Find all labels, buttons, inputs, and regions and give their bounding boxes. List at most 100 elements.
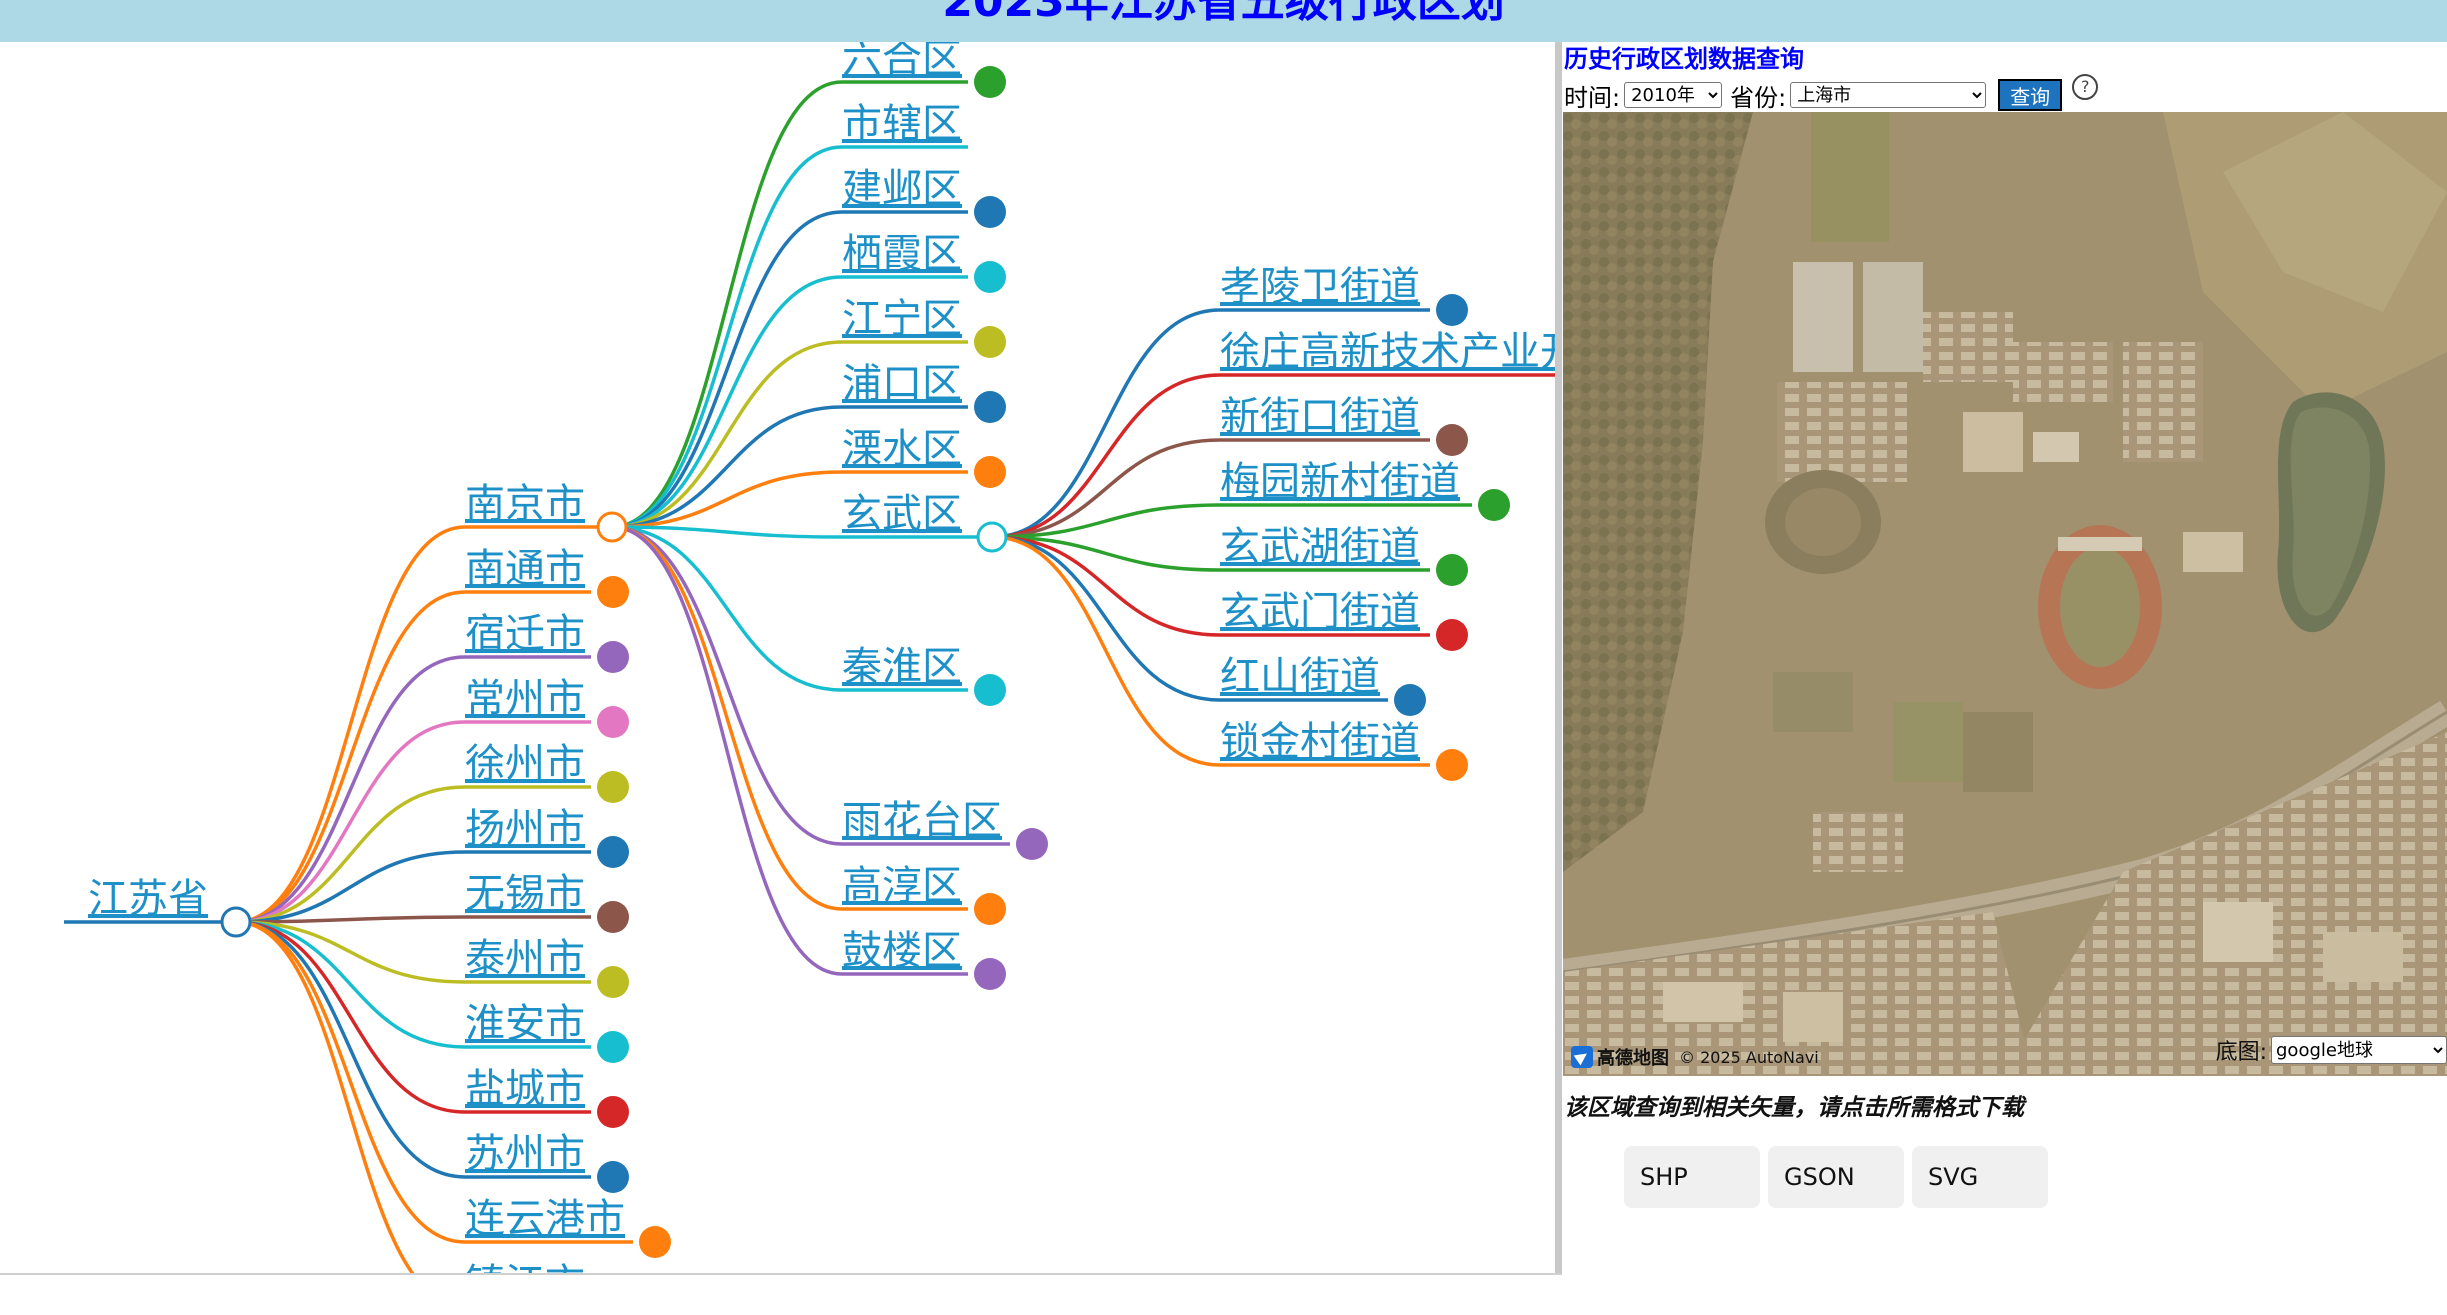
tree-node-label-district[interactable]: 鼓楼区	[842, 928, 962, 974]
tree-node-label-street[interactable]: 新街口街道	[1220, 394, 1420, 440]
tree-node-label-city[interactable]: 淮安市	[465, 1001, 585, 1047]
amap-logo: 高德地图	[1571, 1044, 1669, 1070]
tree-node-label-street[interactable]: 红山街道	[1220, 654, 1380, 700]
tree-city-node[interactable]	[597, 1031, 629, 1063]
tree-district-node[interactable]	[974, 66, 1006, 98]
tree-district-node[interactable]	[974, 326, 1006, 358]
tree-node-label-district[interactable]: 溧水区	[842, 426, 962, 472]
tree-node-label-district[interactable]: 雨花台区	[842, 798, 1002, 844]
tree-node-label-city[interactable]: 常州市	[465, 676, 585, 722]
tree-street-node[interactable]	[1436, 424, 1468, 456]
tree-city-node[interactable]	[597, 576, 629, 608]
tree-city-node[interactable]	[597, 901, 629, 933]
tree-node-label-street[interactable]: 锁金村街道	[1220, 719, 1420, 765]
tree-node-label-street[interactable]: 玄武门街道	[1220, 589, 1420, 635]
tree-city-node[interactable]	[639, 1226, 671, 1258]
tree-district-node[interactable]	[974, 893, 1006, 925]
tree-node-label-street[interactable]: 徐庄高新技术产业开发区	[1220, 329, 1555, 375]
tree-link-street	[991, 535, 1221, 637]
tree-node-label-city[interactable]: 泰州市	[465, 936, 585, 982]
download-svg-button[interactable]: SVG	[1912, 1146, 2048, 1208]
tree-district-node[interactable]	[974, 391, 1006, 423]
tree-link-district	[611, 525, 843, 911]
tree-node-label-district[interactable]: 秦淮区	[842, 644, 962, 690]
tree-street-node[interactable]	[1394, 684, 1426, 716]
tree-city-node[interactable]	[597, 641, 629, 673]
tree-city-node[interactable]	[597, 706, 629, 738]
tree-node-label-street[interactable]: 孝陵卫街道	[1220, 264, 1420, 310]
tree-link-district	[611, 80, 843, 529]
tree-street-node[interactable]	[1436, 294, 1468, 326]
tree-node-label-city[interactable]: 镇江市	[465, 1261, 585, 1275]
tree-link-street	[991, 503, 1221, 539]
tree-city-node[interactable]	[597, 771, 629, 803]
amap-logo-icon	[1571, 1046, 1593, 1068]
tree-city-node[interactable]	[597, 1161, 629, 1193]
help-icon[interactable]: ?	[2072, 74, 2099, 100]
query-button[interactable]: 查询	[1998, 79, 2063, 111]
tree-district-node[interactable]	[974, 196, 1006, 228]
tree-node-label-city[interactable]: 徐州市	[465, 741, 585, 787]
year-select[interactable]: 2010年	[1624, 82, 1723, 108]
map-attribution: 高德地图 © 2025 AutoNavi	[1571, 1044, 1819, 1070]
tree-node-label-street[interactable]: 玄武湖街道	[1220, 524, 1420, 570]
tree-node-label-district[interactable]: 高淳区	[842, 863, 962, 909]
tree-district-node[interactable]	[974, 456, 1006, 488]
tree-district-node[interactable]	[974, 261, 1006, 293]
tree-district-node[interactable]	[974, 674, 1006, 706]
tree-link-city	[235, 785, 466, 924]
satellite-map[interactable]: 高德地图 © 2025 AutoNavi 底图: google地球	[1563, 112, 2447, 1076]
tree-node-label-city[interactable]: 无锡市	[465, 871, 585, 917]
tree-node-label-city[interactable]: 盐城市	[465, 1066, 585, 1112]
tree-street-node[interactable]	[1436, 554, 1468, 586]
download-gson-button[interactable]: GSON	[1768, 1146, 1904, 1208]
tree-node-label-city[interactable]: 扬州市	[465, 806, 585, 852]
province-select[interactable]: 上海市	[1790, 82, 1987, 108]
tree-link-city	[235, 850, 466, 924]
tree-node-label-city[interactable]: 苏州市	[465, 1131, 585, 1177]
tree-root-node[interactable]	[220, 906, 252, 938]
tree-node-label-root[interactable]: 江苏省	[88, 876, 208, 922]
tree-link-city	[235, 920, 466, 984]
tree-link-city	[235, 590, 466, 924]
satellite-imagery	[1563, 112, 2447, 1076]
download-shp-button[interactable]: SHP	[1624, 1146, 1760, 1208]
tree-district-node-expanded[interactable]	[976, 521, 1008, 553]
tree-node-label-district[interactable]: 浦口区	[842, 361, 962, 407]
basemap-control: 底图: google地球	[2216, 1034, 2447, 1066]
tree-link-district	[611, 525, 843, 692]
tree-node-label-city[interactable]: 南通市	[465, 546, 585, 592]
tree-street-node[interactable]	[1478, 489, 1510, 521]
tree-district-node[interactable]	[1016, 828, 1048, 860]
tree-link-district	[611, 525, 843, 539]
tree-node-label-district[interactable]: 栖霞区	[842, 231, 962, 277]
tree-district-node[interactable]	[974, 958, 1006, 990]
tree-street-node[interactable]	[1436, 749, 1468, 781]
header-bar: 2023年江苏省五级行政区划	[0, 0, 2447, 42]
tree-node-label-district[interactable]: 玄武区	[842, 491, 962, 537]
admin-tree-panel: 江苏省 南京市南通市宿迁市常州市徐州市扬州市无锡市泰州市淮安市盐城市苏州市连云港市…	[0, 42, 1555, 1275]
tree-link-city	[235, 655, 466, 924]
tree-link-city	[235, 920, 466, 1114]
tree-link-district	[611, 525, 843, 976]
tree-link-street	[991, 535, 1221, 702]
tree-city-node[interactable]	[597, 966, 629, 998]
tree-city-node-expanded[interactable]	[596, 511, 628, 543]
tree-node-label-city[interactable]: 宿迁市	[465, 611, 585, 657]
tree-node-label-district[interactable]: 江宁区	[842, 296, 962, 342]
basemap-select[interactable]: google地球	[2271, 1036, 2447, 1064]
tree-link-city	[235, 920, 466, 1049]
tree-node-label-city[interactable]: 连云港市	[465, 1196, 625, 1242]
download-hint: 该区域查询到相关矢量，请点击所需格式下载	[1564, 1095, 2024, 1121]
tree-city-node[interactable]	[597, 1096, 629, 1128]
tree-street-node[interactable]	[1436, 619, 1468, 651]
admin-tree-svg: 江苏省 南京市南通市宿迁市常州市徐州市扬州市无锡市泰州市淮安市盐城市苏州市连云港市…	[64, 42, 1555, 1275]
panel-divider[interactable]	[1555, 42, 1562, 1275]
tree-bottom-border	[0, 1273, 1562, 1275]
tree-node-label-city[interactable]: 南京市	[465, 481, 585, 527]
tree-node-label-district[interactable]: 市辖区	[842, 101, 962, 147]
tree-node-label-district[interactable]: 六合区	[842, 42, 962, 82]
tree-node-label-district[interactable]: 建邺区	[842, 166, 962, 212]
tree-city-node[interactable]	[597, 836, 629, 868]
tree-node-label-street[interactable]: 梅园新村街道	[1220, 459, 1460, 505]
